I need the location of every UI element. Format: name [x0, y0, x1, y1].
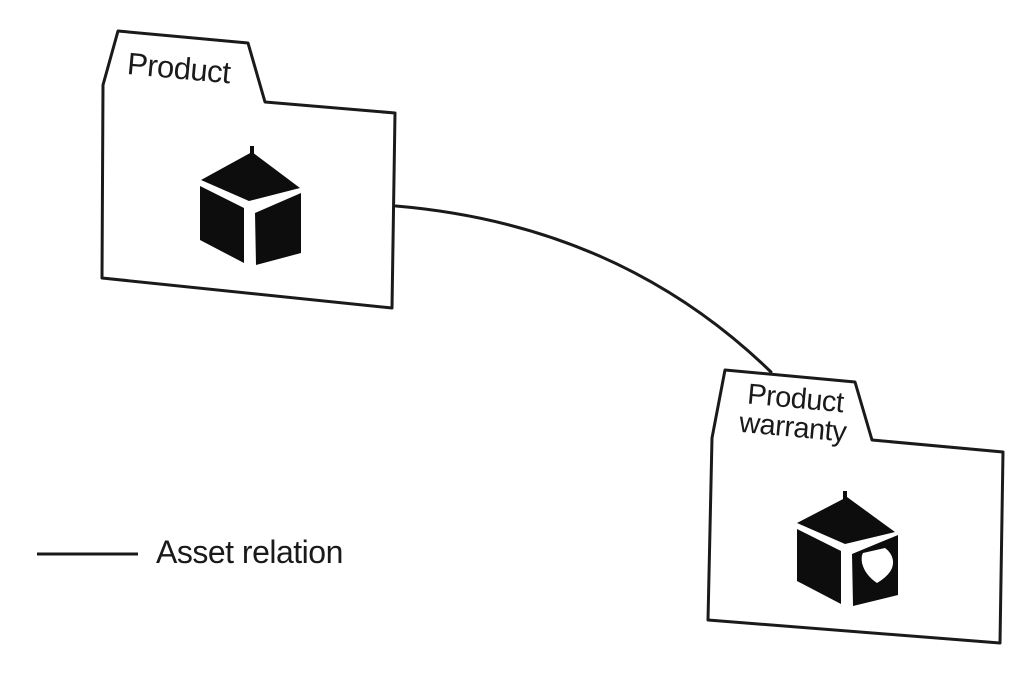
cube-top-spike: [250, 146, 254, 155]
cube-left-face: [797, 529, 841, 604]
cube-top-face: [797, 497, 895, 544]
product-warranty-folder-label: Product warranty: [728, 378, 861, 448]
cube-left-face: [200, 186, 244, 263]
shield-cutout: [861, 548, 894, 583]
cube-top-face: [201, 152, 300, 201]
shield-cube-icon: [797, 491, 898, 606]
cube-icon: [200, 146, 301, 265]
legend-label: Asset relation: [156, 534, 343, 570]
cube-right-face: [255, 193, 301, 265]
asset-relation-edge: [394, 204, 773, 374]
cube-top-spike: [843, 491, 847, 500]
